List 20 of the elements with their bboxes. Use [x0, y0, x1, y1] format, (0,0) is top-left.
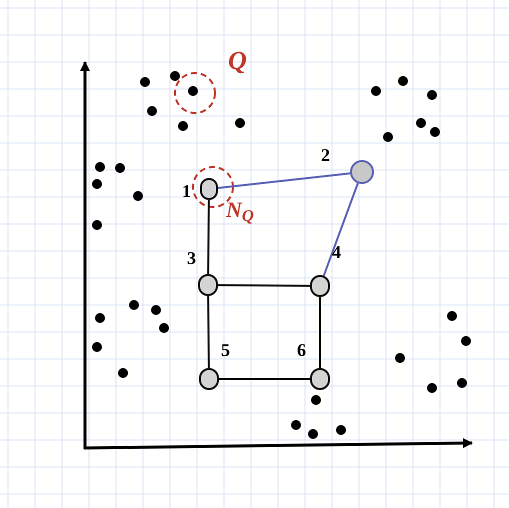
- vertex-number: 5: [221, 341, 230, 359]
- connector-line: [218, 284, 310, 287]
- vertex-number: 1: [182, 182, 191, 200]
- graph-vertex: [350, 160, 374, 184]
- connector-line: [207, 200, 210, 274]
- graph-vertex: [198, 274, 218, 296]
- vertex-number: 3: [187, 249, 196, 267]
- connector-line: [218, 172, 350, 189]
- graph-vertex: [199, 368, 219, 390]
- vertex-number: 6: [297, 341, 306, 359]
- vertex-number: 2: [321, 146, 330, 164]
- connector-line: [319, 297, 321, 368]
- connector-line: [219, 378, 310, 380]
- vertex-number: 4: [332, 243, 341, 261]
- point-label: Q: [228, 48, 247, 74]
- connector-line: [207, 296, 210, 368]
- graph-vertex: [310, 368, 330, 390]
- graph-vertex: [200, 178, 218, 200]
- graph-vertex: [310, 275, 330, 297]
- connector-line: [322, 182, 359, 276]
